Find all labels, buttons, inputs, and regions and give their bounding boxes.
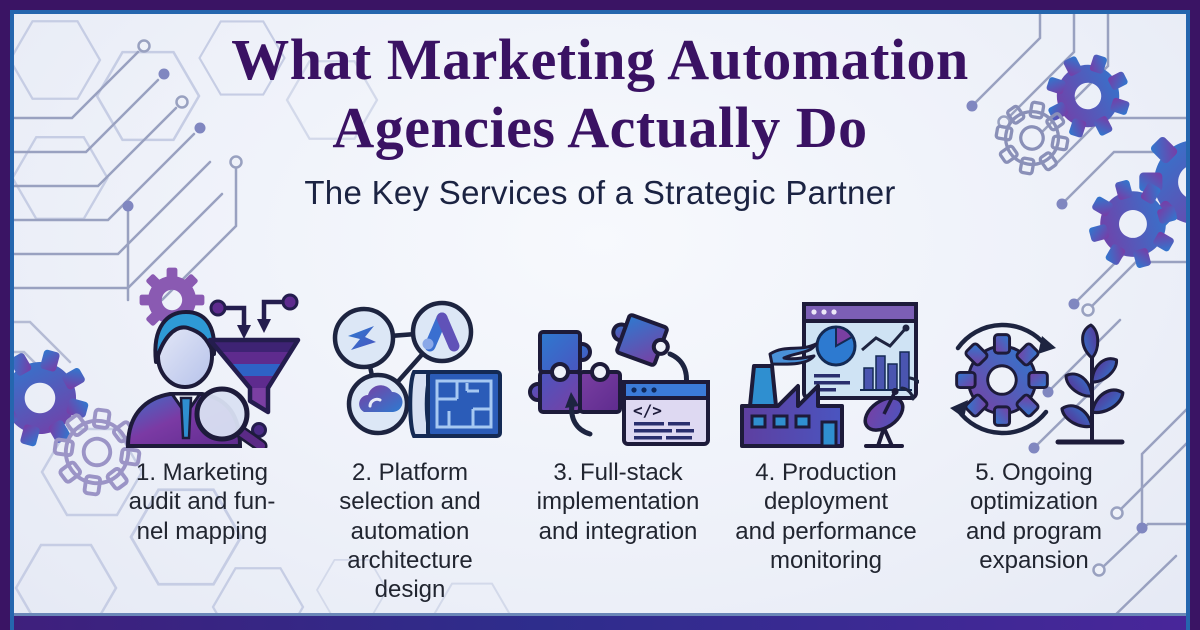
dashboard-text-lines bbox=[813, 374, 850, 392]
cloud-logo-icon bbox=[358, 385, 403, 412]
service-item-5: 5. Ongoing optimization and program expa… bbox=[930, 280, 1138, 604]
code-lines bbox=[633, 422, 694, 440]
service-item-4: 4. Production deployment and performance… bbox=[722, 280, 930, 604]
fullstack-puzzle-code-icon: </> bbox=[527, 313, 710, 446]
service-item-2: 2. Platform selection and automation arc… bbox=[306, 280, 514, 604]
smoke-icon bbox=[768, 342, 817, 366]
gear-icon bbox=[0, 338, 100, 458]
zap-logo-icon bbox=[347, 326, 376, 350]
ads-logo-icon bbox=[422, 312, 459, 352]
service-item-3: </> 3. Full-stack implementation and int… bbox=[514, 280, 722, 604]
optimization-gear-plant-icon bbox=[949, 322, 1124, 445]
title-line-2: Agencies Actually Do bbox=[332, 94, 868, 160]
detached-puzzle-piece bbox=[610, 313, 670, 367]
marketing-audit-funnel-icon bbox=[125, 293, 301, 448]
service-label: 5. Ongoing optimization and program expa… bbox=[965, 459, 1103, 574]
svg-text:</>: </> bbox=[633, 401, 662, 420]
service-label: 4. Production deployment and performance… bbox=[735, 459, 917, 574]
header: What Marketing Automation Agencies Actua… bbox=[0, 26, 1200, 212]
plant-icon bbox=[1055, 323, 1124, 445]
service-label: 1. Marketing audit and fun- nel mapping bbox=[128, 459, 276, 545]
page-subtitle: The Key Services of a Strategic Partner bbox=[304, 173, 896, 211]
services-row: 1. Marketing audit and fun- nel mapping bbox=[98, 280, 1138, 604]
service-label: 3. Full-stack implementation and integra… bbox=[536, 459, 700, 545]
title-line-1: What Marketing Automation bbox=[231, 27, 969, 92]
service-label: 2. Platform selection and automation arc… bbox=[339, 459, 481, 604]
factory-windows bbox=[750, 414, 837, 448]
bar-chart-icon bbox=[862, 351, 910, 391]
service-item-1: 1. Marketing audit and fun- nel mapping bbox=[98, 280, 306, 604]
bottom-border-band bbox=[0, 613, 1200, 630]
platform-selection-blueprint-icon bbox=[332, 300, 502, 438]
gear-icon bbox=[954, 333, 1049, 427]
page-title: What Marketing Automation Agencies Actua… bbox=[0, 26, 1200, 162]
production-factory-dashboard-icon bbox=[739, 302, 919, 448]
satellite-dish-icon bbox=[863, 376, 919, 448]
